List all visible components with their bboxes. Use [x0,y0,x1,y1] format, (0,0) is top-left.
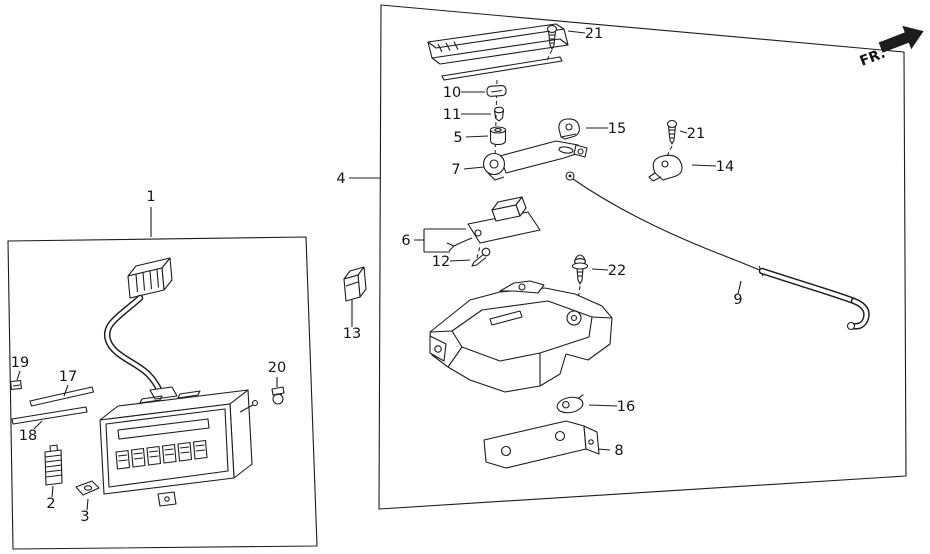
assembly-axis-12 [476,245,481,259]
bushing-part-5 [489,126,507,146]
connector-part-13 [343,266,367,302]
leader-17 [63,384,69,397]
callout-6: 6 [401,233,410,249]
leader-5 [465,135,489,138]
screw-part-12 [471,247,491,267]
illumination-resistor-part-2 [44,444,63,486]
trim-strip-part-18 [11,406,88,425]
bulb-part-20 [271,386,285,405]
leader-18 [33,420,43,430]
callout-12: 12 [432,254,450,270]
leader-22 [591,268,609,271]
leader-21-top [567,30,586,34]
callout-22: 22 [608,263,626,279]
callout-7: 7 [451,162,460,178]
leader-14 [691,164,717,167]
mount-bracket-part-8 [483,420,600,469]
screw-part-22 [571,254,589,285]
callout-8: 8 [614,443,623,459]
heater-control-unit [99,386,259,507]
callout-1: 1 [146,189,155,205]
callout-9: 9 [733,292,742,308]
callout-14: 14 [716,159,734,175]
screw-21-right [666,119,678,145]
leader-12 [449,259,471,262]
callout-11: 11 [443,107,461,123]
trim-strip-part-17 [29,386,95,407]
fr-direction-indicator: FR. [858,25,924,70]
callout-2: 2 [46,496,55,512]
callout-18: 18 [19,428,37,444]
harness-cable [103,294,164,396]
callout-15: 15 [608,121,626,137]
callout-10: 10 [443,85,461,101]
leader-2 [51,485,54,498]
callout-16: 16 [617,399,635,415]
control-lever-part-7 [482,140,588,181]
fr-label: FR. [858,46,888,70]
callout-3: 3 [80,509,89,525]
callout-4: 4 [336,171,345,187]
control-cable-part-9 [565,171,870,331]
callout-20: 20 [268,360,286,376]
assembly-axis-21-right [666,145,673,157]
grommet-part-16 [556,394,584,414]
leader-3 [86,498,89,511]
callout-19: 19 [11,355,29,371]
leader-7 [463,166,485,170]
cable-clamp-part-14 [648,154,683,182]
leader-6 [414,228,466,253]
clip-part-19 [10,379,22,391]
switch-bracket-part-6 [446,196,541,252]
leader-16 [588,404,618,407]
screw-21-top [546,24,558,50]
cable-clamp-part-15 [558,118,580,140]
callout-21-right: 21 [687,126,705,142]
callout-13: 13 [343,326,361,342]
assembly-axis-21-top [546,49,553,61]
assembly-axis-lever [494,79,498,159]
leader-9 [737,280,742,295]
rivet-part-11 [493,106,505,122]
right-panel-frame [378,4,907,510]
fr-arrow-icon [878,25,924,53]
callout-21-top: 21 [585,26,603,42]
bulb-socket-part-3 [75,480,100,496]
garnish-plate [427,23,569,81]
clip-part-10 [486,85,507,97]
callout-5: 5 [453,130,462,146]
control-base-bracket [429,280,613,393]
callout-17: 17 [59,369,77,385]
left-panel-frame [7,236,318,550]
leader-8 [597,448,611,451]
leader-19 [16,370,21,381]
wire-harness-connector [127,257,173,299]
leader-21-right [679,130,688,134]
